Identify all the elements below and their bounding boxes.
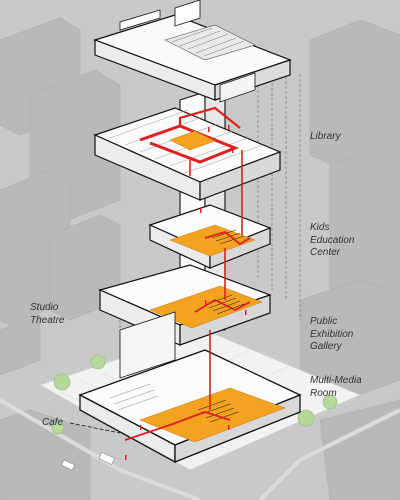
label-kids-education-center: Kids Education Center [310,222,354,260]
label-library: Library [310,131,341,144]
public-label-line1: Public [310,316,338,327]
library-label: Library [310,131,341,142]
label-multimedia-room: Multi-Media Room [310,375,362,400]
studio-label-line2: Theatre [30,314,65,326]
studio-theatre-volume [119,311,176,379]
studio-label-line1: Studio [30,302,59,313]
vertical-circulation [189,150,243,410]
kids-label-line1: Kids [310,222,330,233]
roof-level [93,0,292,103]
public-label-line2: Exhibition [310,328,354,340]
context-buildings [0,17,400,500]
cars [60,451,115,471]
streets [0,398,400,500]
people [125,125,247,460]
multimedia-label-line2: Room [310,387,337,399]
cafe-leader-line [69,422,121,434]
label-cafe: Cafe [42,417,63,430]
label-public-exhibition-gallery: Public Exhibition Gallery [310,316,353,354]
multimedia-level [78,349,302,464]
multimedia-label-line1: Multi-Media [310,375,362,386]
kids-label-line2: Education [310,234,355,246]
cafe-label: Cafe [42,417,64,428]
library-level [93,106,282,201]
label-studio-theatre: Studio Theatre [30,302,64,327]
kids-label-line3: Center [310,247,341,258]
public-label-line3: Gallery [310,341,342,352]
kids-level [148,204,272,269]
